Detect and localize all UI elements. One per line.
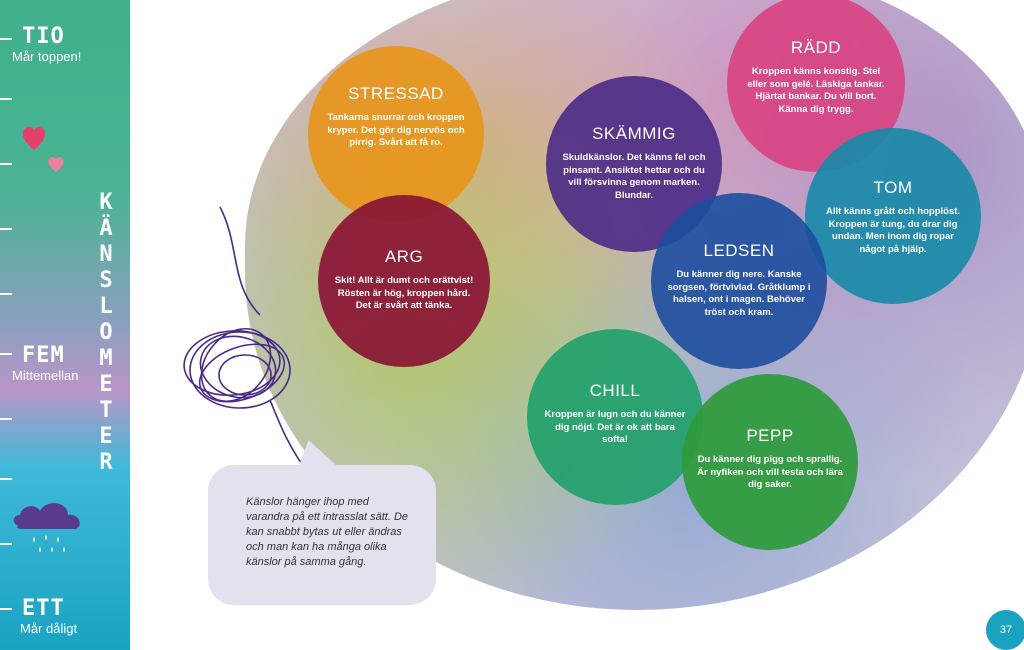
meter-tick — [0, 228, 12, 230]
meter-tick — [0, 543, 12, 545]
hearts-icon — [22, 126, 64, 172]
page-number: 37 — [986, 610, 1024, 650]
vertical-title-letter: E — [99, 372, 113, 397]
emotion-title: PEPP — [746, 426, 794, 445]
emotion-stressad: STRESSAD Tankarna snurrar och kroppen kr… — [308, 46, 484, 222]
emotion-description: Kroppen är lugn och du känner dig nöjd. … — [544, 409, 686, 445]
emotion-title: SKÄMMIG — [592, 124, 676, 143]
emotion-title: ARG — [384, 247, 424, 266]
meter-top-subtitle: Mår toppen! — [12, 49, 82, 64]
meter-tick — [0, 98, 12, 100]
emotion-description: Du känner dig pigg och sprallig. Är nyfi… — [697, 454, 843, 490]
emotion-chill: CHILL Kroppen är lugn och du känner dig … — [527, 329, 703, 505]
vertical-title-letter: M — [99, 346, 113, 371]
vertical-title-letter: E — [99, 424, 113, 449]
vertical-title-letter: N — [99, 242, 113, 267]
emotion-description: Skit! Allt är dumt och orättvist! Rösten… — [334, 275, 474, 311]
emotion-ledsen: LEDSEN Du känner dig nere. Kanske sorgse… — [651, 193, 827, 369]
vertical-title-letter: T — [99, 398, 113, 423]
feelings-meter-bar: TIO Mår toppen! FEM Mittemellan ETT Mår … — [0, 0, 130, 650]
emotion-title: RÄDD — [790, 38, 842, 57]
meter-bottom-title: ETT — [22, 596, 65, 621]
meter-middle-title: FEM — [22, 343, 65, 368]
meter-middle-subtitle: Mittemellan — [12, 368, 79, 383]
emotion-description: Skuldkänslor. Det känns fel och pinsamt.… — [562, 152, 706, 201]
emotion-description: Du känner dig nere. Kanske sorgsen, fört… — [667, 269, 811, 318]
emotion-description: Tankarna snurrar och kroppen kryper. Det… — [327, 112, 465, 148]
emotion-pepp: PEPP Du känner dig pigg och sprallig. Är… — [682, 374, 858, 550]
emotion-arg: ARG Skit! Allt är dumt och orättvist! Rö… — [318, 195, 490, 367]
vertical-title-letter: Ä — [99, 216, 113, 241]
meter-tick — [0, 38, 12, 40]
vertical-title-letter: S — [99, 268, 113, 293]
meter-tick — [0, 418, 12, 420]
meter-bottom-subtitle: Mår dåligt — [20, 621, 78, 636]
scribble-tangle-icon — [183, 206, 311, 476]
vertical-title-letter: O — [99, 320, 113, 345]
meter-tick — [0, 163, 12, 165]
speech-bubble: Känslor hänger ihop med varandra på ett … — [208, 465, 436, 605]
meter-top-title: TIO — [22, 24, 65, 49]
vertical-title-letter: R — [99, 450, 113, 475]
rain-cloud-icon — [13, 503, 80, 552]
emotion-title: TOM — [873, 178, 913, 197]
emotion-title: STRESSAD — [348, 84, 444, 103]
emotion-tom: TOM Allt känns grått och hopplöst. Kropp… — [805, 128, 981, 304]
meter-tick — [0, 478, 12, 480]
speech-bubble-text: Känslor hänger ihop med varandra på ett … — [246, 496, 409, 568]
emotion-description: Allt känns grått och hopplöst. Kroppen ä… — [825, 206, 961, 255]
emotion-title: LEDSEN — [703, 241, 775, 260]
meter-tick — [0, 608, 12, 610]
vertical-title-letter: L — [99, 294, 113, 319]
meter-tick — [0, 353, 12, 355]
vertical-title-letter: K — [99, 190, 113, 215]
emotion-description: Kroppen känns konstig. Stel eller som ge… — [747, 66, 885, 115]
emotion-title: CHILL — [589, 381, 641, 400]
meter-tick — [0, 293, 12, 295]
